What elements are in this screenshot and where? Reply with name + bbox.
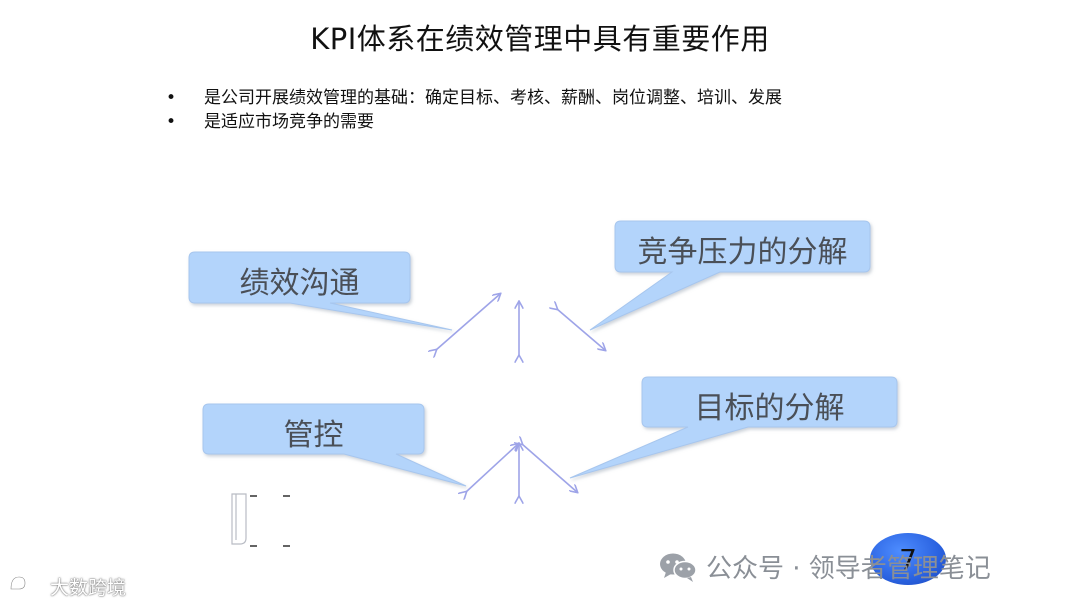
- corner-logo-text: 大数跨境: [50, 577, 127, 599]
- callout-control: [202, 403, 467, 487]
- double-arrow-icon: [522, 444, 577, 492]
- wechat-watermark: 公众号 · 领导者管理笔记: [658, 548, 991, 585]
- double-arrow-icon: [466, 444, 518, 492]
- callout-pressure: [589, 220, 871, 331]
- bullet-item: •是公司开展绩效管理的基础：确定目标、考核、薪酬、岗位调整、培训、发展: [166, 88, 782, 108]
- lower-arrow-cluster: [466, 444, 577, 497]
- callout-goals: [569, 376, 898, 479]
- logo-mark-icon: [8, 573, 45, 600]
- callout-pressure-label: 竞争压力的分解: [637, 235, 848, 270]
- slide-title: KPI体系在绩效管理中具有重要作用: [310, 22, 770, 56]
- bullet-dot-icon: •: [166, 88, 177, 108]
- callout-communication: [188, 251, 453, 331]
- bullet-item: •是适应市场竞争的需要: [166, 112, 374, 132]
- double-arrow-icon: [557, 309, 605, 350]
- wechat-icon: [658, 551, 698, 583]
- page-number-badge: 7: [870, 533, 946, 585]
- callout-goals-label: 目标的分解: [694, 391, 845, 426]
- upper-arrow-cluster: [436, 294, 605, 356]
- page-number: 7: [899, 542, 917, 576]
- dash-marks: [250, 495, 290, 547]
- double-arrow-icon: [436, 294, 500, 350]
- callout-control-label: 管控: [283, 418, 344, 453]
- document-icon: [231, 493, 247, 545]
- corner-logo: 大数跨境: [8, 573, 126, 600]
- bullet-list: •是公司开展绩效管理的基础：确定目标、考核、薪酬、岗位调整、培训、发展 •是适应…: [162, 86, 782, 134]
- bullet-dot-icon: •: [166, 112, 177, 132]
- callout-communication-label: 绩效沟通: [239, 266, 360, 301]
- watermark-text: 公众号 · 领导者管理笔记: [706, 554, 991, 584]
